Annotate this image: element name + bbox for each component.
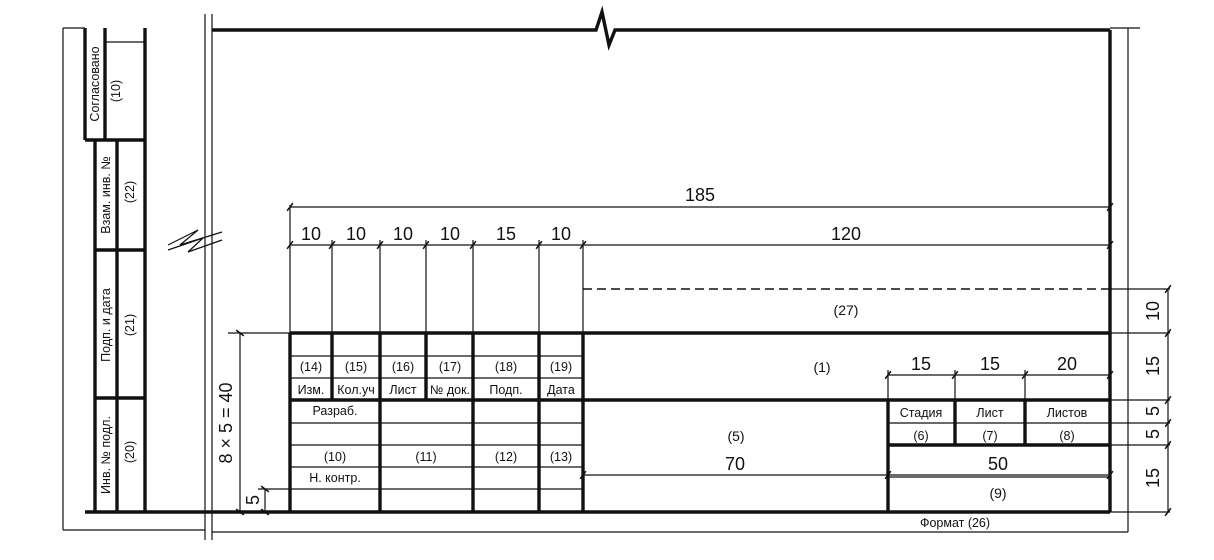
- row-label-razrab: Разраб.: [312, 404, 357, 418]
- dim-height-expr: 8 × 5 = 40: [216, 382, 236, 463]
- side-label-inv-podl: Инв. № подл.: [99, 416, 113, 494]
- ref-9: (9): [989, 485, 1006, 501]
- col-ref-15: (15): [345, 360, 367, 374]
- dim-stage-3: 20: [1057, 354, 1077, 374]
- dim-col-6: 10: [551, 224, 571, 244]
- side-label-vzam-inv: Взам. инв. №: [99, 156, 113, 233]
- dimension-lines: [235, 202, 1168, 512]
- row-ref-10: (10): [324, 450, 346, 464]
- stage-header-stadiya: Стадия: [900, 406, 943, 420]
- dim-col-2: 10: [346, 224, 366, 244]
- dim-right-5-a: 5: [1143, 406, 1163, 416]
- side-label-podp-data: Подп. и дата: [99, 288, 113, 362]
- col-header-kol-uch: Кол.уч: [337, 383, 375, 397]
- stage-header-listov: Листов: [1047, 406, 1088, 420]
- stage-header-list: Лист: [976, 406, 1003, 420]
- dim-col-1: 10: [301, 224, 321, 244]
- col-header-podp: Подп.: [489, 383, 522, 397]
- col-header-data: Дата: [547, 383, 575, 397]
- title-block-grid: [228, 205, 1170, 513]
- row-label-n-kontr: Н. контр.: [309, 471, 361, 485]
- ref-1: (1): [813, 359, 830, 375]
- dim-70: 70: [725, 454, 745, 474]
- ref-27: (27): [834, 302, 859, 318]
- stage-ref-7: (7): [982, 429, 997, 443]
- side-ref-22: (22): [123, 181, 137, 203]
- dim-right-15-a: 15: [1143, 356, 1163, 376]
- dim-50: 50: [988, 454, 1008, 474]
- dim-stage-2: 15: [980, 354, 1000, 374]
- sheet-frame: [62, 5, 1140, 540]
- dim-col-4: 10: [440, 224, 460, 244]
- side-ref-10: (10): [109, 80, 123, 102]
- side-stamp: [83, 28, 147, 512]
- format-label: Формат (26): [920, 516, 990, 530]
- dim-185: 185: [685, 185, 715, 205]
- side-label-soglasovano: Согласовано: [88, 46, 102, 121]
- col-ref-18: (18): [495, 360, 517, 374]
- dim-right-15-b: 15: [1143, 468, 1163, 488]
- col-header-n-dok: № док.: [430, 383, 470, 397]
- ref-5: (5): [727, 428, 744, 444]
- row-ref-11: (11): [415, 450, 436, 464]
- dim-col-5: 15: [496, 224, 516, 244]
- col-ref-16: (16): [392, 360, 414, 374]
- col-header-izm: Изм.: [298, 383, 325, 397]
- side-ref-21: (21): [123, 314, 137, 336]
- dim-5-left: 5: [243, 495, 263, 505]
- dim-120: 120: [831, 224, 861, 244]
- col-ref-17: (17): [439, 360, 461, 374]
- row-ref-12: (12): [495, 450, 517, 464]
- col-ref-14: (14): [300, 360, 322, 374]
- col-header-list: Лист: [389, 383, 416, 397]
- stage-ref-8: (8): [1059, 429, 1074, 443]
- stage-ref-6: (6): [913, 429, 928, 443]
- dim-col-3: 10: [393, 224, 413, 244]
- dim-stage-1: 15: [911, 354, 931, 374]
- side-ref-20: (20): [123, 441, 137, 463]
- dim-right-10: 10: [1143, 301, 1163, 321]
- row-ref-13: (13): [550, 450, 572, 464]
- dim-right-5-b: 5: [1143, 429, 1163, 439]
- col-ref-19: (19): [550, 360, 572, 374]
